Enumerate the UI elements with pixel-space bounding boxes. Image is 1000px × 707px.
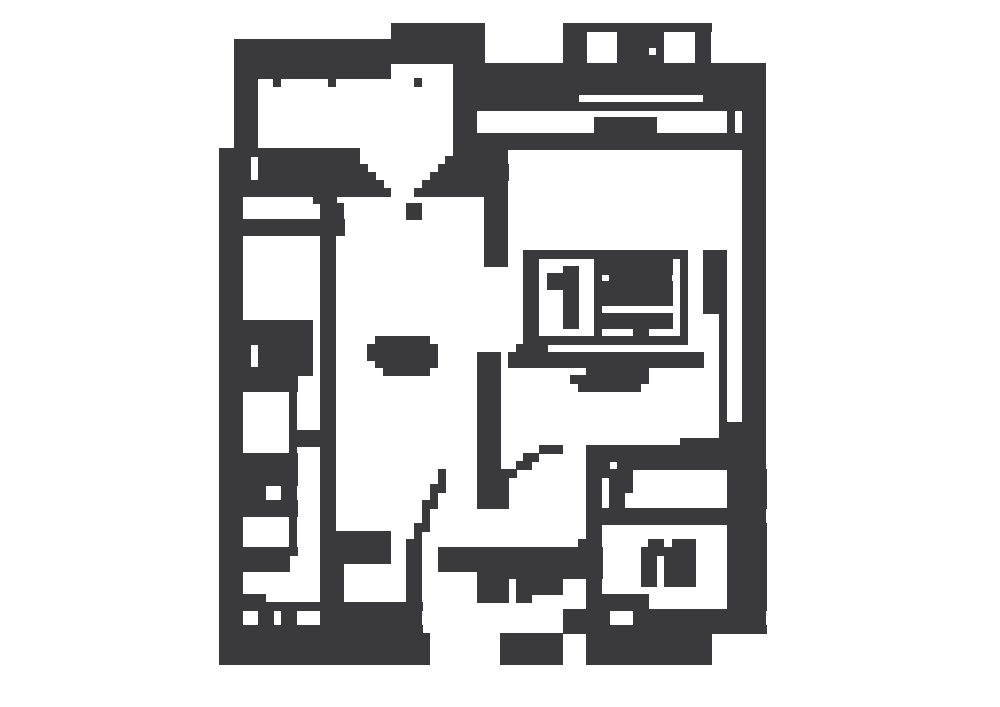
floor-plan-bitmap bbox=[0, 0, 1000, 707]
floor-plan: Pixelated apartment floor plan 1 bbox=[0, 0, 1000, 707]
